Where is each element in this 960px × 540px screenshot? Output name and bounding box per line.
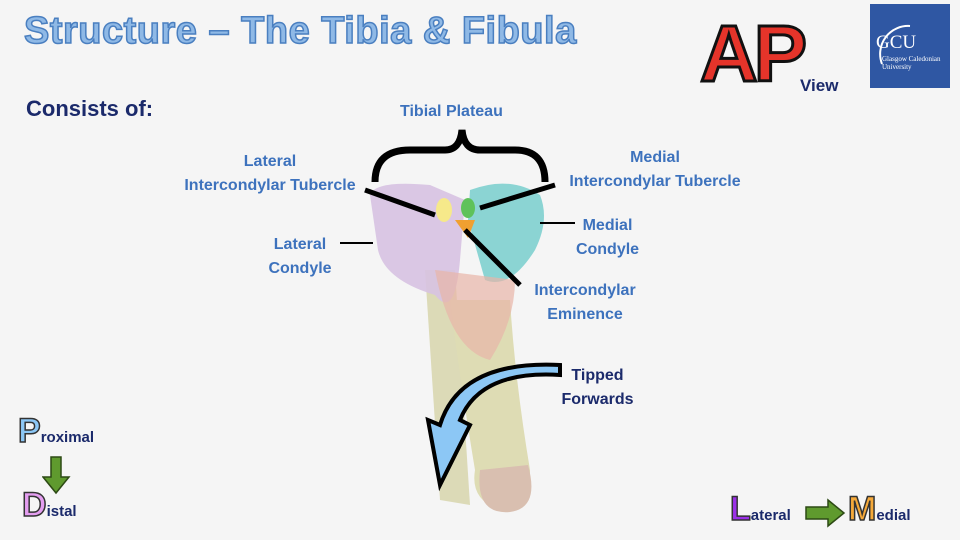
down-arrow-icon <box>42 456 71 495</box>
distal-end <box>479 465 532 513</box>
medial-rest: edial <box>876 507 911 524</box>
tipped-forwards-arrow-icon <box>425 362 562 492</box>
label-tibial-plateau: Tibial Plateau <box>400 103 503 120</box>
label-lateral-tubercle-1: Lateral <box>243 153 297 170</box>
label-lateral-condyle-1: Lateral <box>273 236 327 253</box>
arrow-medial-tubercle <box>479 182 556 211</box>
label-tipped-1: Tipped <box>571 367 624 384</box>
tuberosity-shape <box>435 270 515 360</box>
lateral-rest: ateral <box>750 507 791 524</box>
ap-badge: AP <box>698 9 808 98</box>
proximal-letter: P <box>17 412 41 450</box>
tibia-fibula-illustration <box>340 129 575 513</box>
label-lateral-condyle-2: Condyle <box>268 260 332 277</box>
arrow-lateral-tubercle <box>364 187 436 218</box>
label-eminence-2: Eminence <box>547 306 623 323</box>
label-eminence-1: Intercondylar <box>534 282 636 299</box>
distal-rest: istal <box>46 503 77 520</box>
lateral-letter: L <box>729 490 751 528</box>
brace-icon <box>371 129 549 183</box>
distal-label: Distal <box>21 486 77 524</box>
logo-arc-icon <box>879 24 911 65</box>
view-label: View <box>800 76 839 95</box>
distal-letter: D <box>21 486 47 524</box>
lateral-label: Lateral <box>729 490 791 528</box>
label-lateral-tubercle-2: Intercondylar Tubercle <box>184 177 356 194</box>
eminence-shape <box>455 220 475 238</box>
tibia-shaft <box>450 300 530 510</box>
slide-title: Structure – The Tibia & Fibula <box>23 9 577 53</box>
label-medial-condyle-2: Condyle <box>575 241 640 258</box>
proximal-label: Proximal <box>17 412 95 450</box>
proximal-rest: roximal <box>40 429 95 446</box>
right-arrow-icon <box>805 498 846 528</box>
arrow-eminence <box>463 228 522 287</box>
logo-mark: GCU <box>876 32 917 53</box>
label-medial-condyle-1: Medial <box>582 217 633 234</box>
consists-of-heading: Consists of: <box>26 96 154 121</box>
logo-name-2: University <box>882 63 912 71</box>
label-medial-tubercle-2: Intercondylar Tubercle <box>569 173 741 190</box>
medial-tubercle-shape <box>461 198 475 218</box>
logo-name-1: Glasgow Caledonian <box>882 55 941 63</box>
lateral-tubercle-shape <box>436 198 452 222</box>
label-medial-tubercle-1: Medial <box>630 149 680 166</box>
medial-letter: M <box>847 490 877 528</box>
medial-label: Medial <box>847 490 911 528</box>
label-tipped-2: Forwards <box>561 391 634 408</box>
